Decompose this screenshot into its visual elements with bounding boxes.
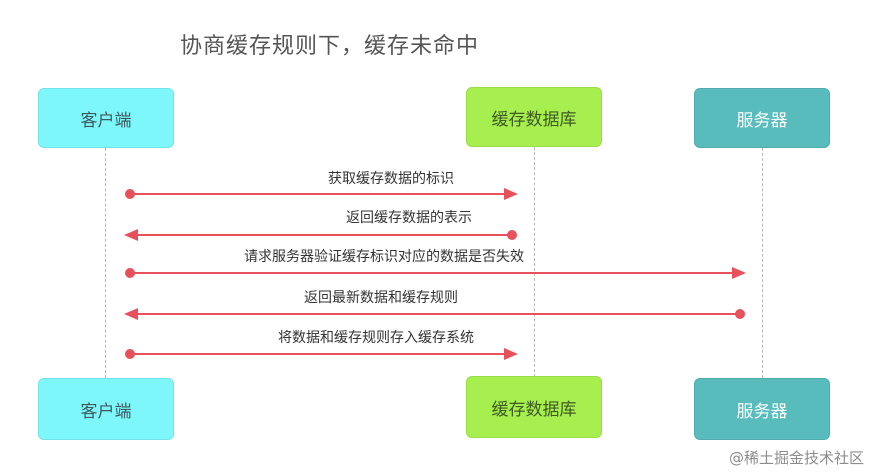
arrow-2 (124, 229, 517, 241)
message-label-2: 返回缓存数据的表示 (346, 210, 472, 226)
cache-box-top: 缓存数据库 (466, 87, 602, 147)
arrow-1 (125, 188, 518, 200)
cache-box-bottom: 缓存数据库 (466, 376, 602, 438)
message-label-1: 获取缓存数据的标识 (328, 171, 454, 187)
cache-label: 缓存数据库 (491, 399, 577, 420)
message-label-3: 请求服务器验证缓存标识对应的数据是否失效 (244, 249, 524, 265)
arrow-5 (125, 348, 518, 360)
client-label: 客户端 (80, 110, 132, 131)
client-label: 客户端 (80, 401, 132, 422)
message-label-5: 将数据和缓存规则存入缓存系统 (278, 330, 474, 346)
server-box-bottom: 服务器 (694, 378, 830, 440)
client-box-bottom: 客户端 (38, 378, 174, 440)
arrow-3 (125, 267, 746, 279)
message-label-4: 返回最新数据和缓存规则 (304, 290, 458, 306)
watermark: @稀土掘金技术社区 (728, 449, 864, 467)
client-box-top: 客户端 (38, 88, 174, 148)
diagram-title: 协商缓存规则下，缓存未命中 (180, 34, 480, 59)
server-box-top: 服务器 (694, 88, 830, 148)
server-label: 服务器 (736, 401, 788, 422)
server-label: 服务器 (736, 110, 788, 131)
server-lifeline (762, 148, 763, 378)
cache-lifeline (534, 147, 535, 377)
arrow-4 (124, 308, 745, 320)
cache-label: 缓存数据库 (491, 109, 577, 130)
client-lifeline (105, 148, 106, 378)
